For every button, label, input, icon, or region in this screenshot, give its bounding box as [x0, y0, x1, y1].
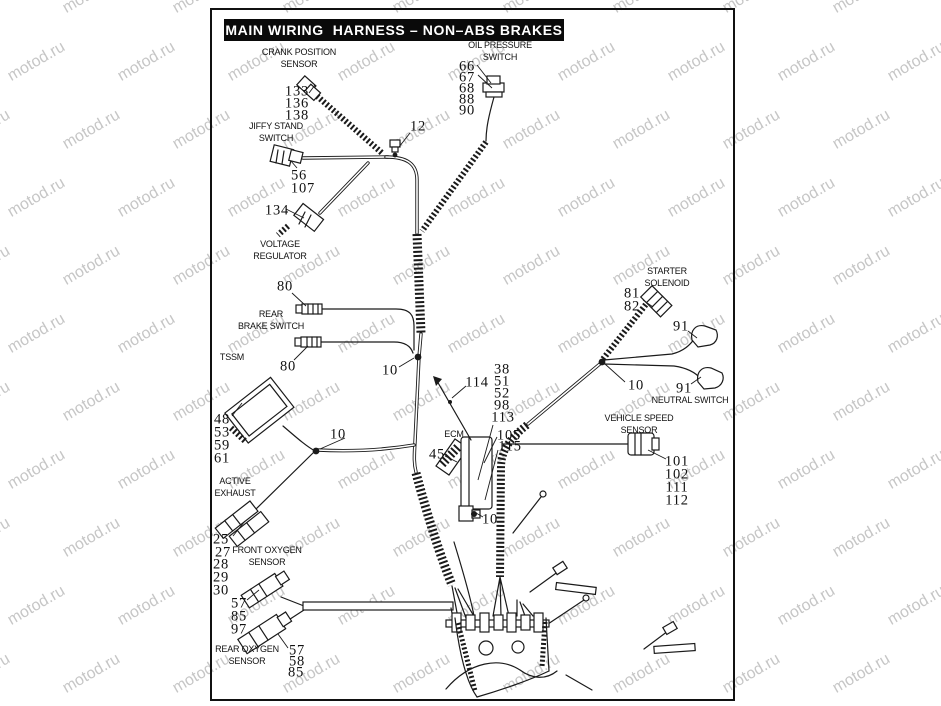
crank-position-sensor-part [295, 75, 322, 102]
neutral-switch-terminals [603, 325, 724, 390]
diagram-frame [210, 8, 735, 701]
junction-branch-cable [496, 361, 603, 578]
vehicle-speed-sensor-connector [502, 432, 660, 456]
front-oxygen-sensor-connector [240, 570, 305, 609]
jiffy-stand-switch-connector [269, 144, 304, 167]
antenna-114 [433, 376, 472, 441]
main-harness-trunk [301, 93, 457, 587]
voltage-regulator-connector [275, 202, 325, 238]
ecm-module [435, 436, 493, 522]
starter-solenoid-connector [600, 284, 673, 361]
diagram-title: MAIN WIRING HARNESS – NON–ABS BRAKES [224, 19, 564, 41]
oil-pressure-switch-part [419, 75, 505, 233]
active-exhaust-connector [214, 500, 270, 548]
bottom-harness-assembly [445, 490, 696, 698]
leader-lines [231, 64, 702, 649]
harness-clip-12 [389, 139, 401, 158]
rear-brake-switch-terminals [294, 303, 415, 354]
rear-oxygen-sensor-connector [237, 601, 454, 655]
tssm-module [224, 376, 416, 512]
harness-clips [312, 353, 606, 517]
